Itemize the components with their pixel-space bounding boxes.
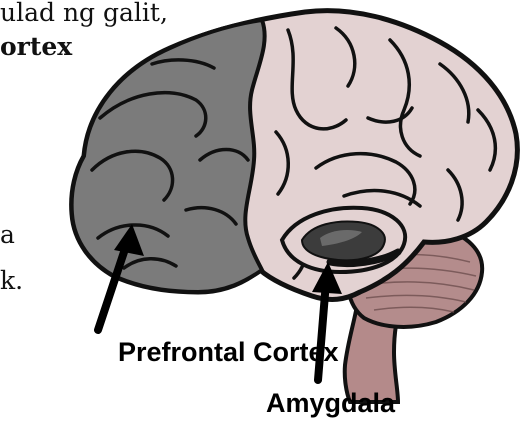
text-fragment-k: k. bbox=[0, 268, 23, 293]
amygdala-label: Amygdala bbox=[266, 388, 395, 419]
text-fragment-a: a bbox=[0, 222, 15, 247]
text-fragment-cortex: ortex bbox=[0, 34, 72, 59]
prefrontal-cortex-label: Prefrontal Cortex bbox=[118, 337, 339, 368]
text-fragment-top: ulad ng galit, bbox=[0, 0, 168, 25]
